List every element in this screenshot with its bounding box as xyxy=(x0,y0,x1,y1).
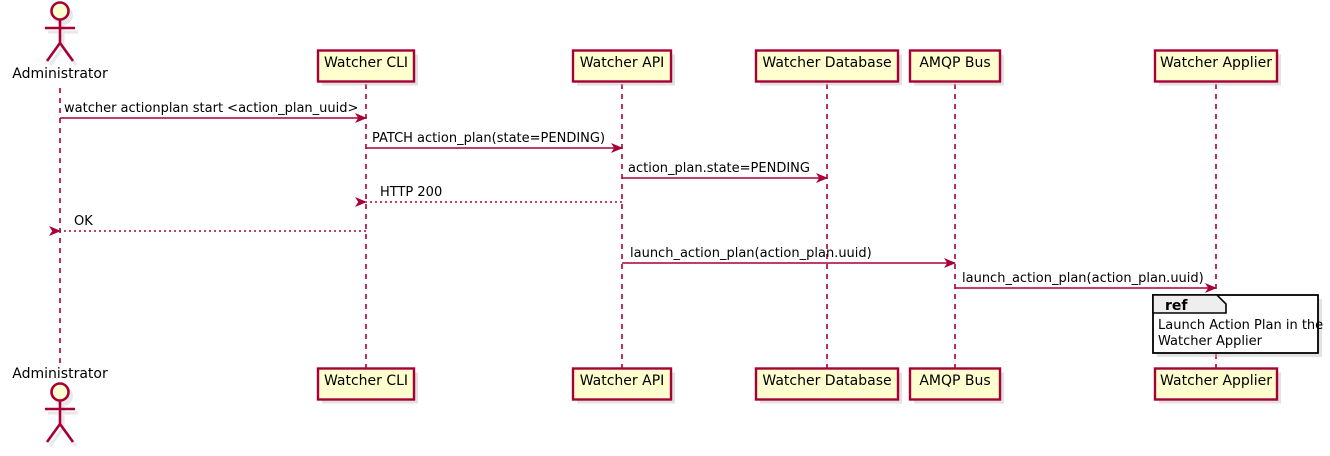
participant-box-watcher-cli-top[interactable] xyxy=(316,49,416,83)
actor-administrator-bottom[interactable]: Administrator xyxy=(12,366,108,447)
participant-box-watcher-database-bottom[interactable] xyxy=(754,367,900,401)
message-label-6: launch_action_plan(action_plan.uuid) xyxy=(630,246,872,261)
participant-label-amqp-bus: AMQP Bus xyxy=(919,373,990,389)
participant-box-watcher-cli-bottom[interactable] xyxy=(316,367,416,401)
ref-fragment-line-2: Watcher Applier xyxy=(1158,334,1263,349)
participant-box-watcher-applier-bottom[interactable] xyxy=(1153,367,1279,401)
participant-label-watcher-applier: Watcher Applier xyxy=(1160,55,1272,71)
ref-fragment-line-1: Launch Action Plan in the xyxy=(1158,318,1323,333)
message-label-1: watcher actionplan start <action_plan_uu… xyxy=(64,101,358,116)
message-label-3: action_plan.state=PENDING xyxy=(628,161,810,176)
participant-label-watcher-cli: Watcher CLI xyxy=(324,373,408,389)
participant-box-watcher-database-top[interactable] xyxy=(754,49,900,83)
participant-box-watcher-api-top[interactable] xyxy=(571,49,673,83)
ref-fragment-tab xyxy=(1152,294,1227,314)
participant-label-watcher-cli: Watcher CLI xyxy=(324,55,408,71)
actor-label-administrator-bottom: Administrator xyxy=(12,366,108,382)
message-label-7: launch_action_plan(action_plan.uuid) xyxy=(962,271,1204,286)
participant-label-watcher-database: Watcher Database xyxy=(762,55,891,71)
ref-fragment-tab-label: ref xyxy=(1165,298,1188,314)
participant-boxes-group: Watcher CLI Watcher CLI Watcher API Watcher… xyxy=(316,49,1281,404)
participant-label-watcher-api: Watcher API xyxy=(580,373,665,389)
lifelines-group xyxy=(59,84,1217,372)
participant-box-amqp-bus-bottom[interactable] xyxy=(908,367,1002,401)
participant-label-amqp-bus: AMQP Bus xyxy=(919,55,990,71)
actor-label-administrator: Administrator xyxy=(12,66,108,82)
participant-label-watcher-database: Watcher Database xyxy=(762,373,891,389)
message-label-2: PATCH action_plan(state=PENDING) xyxy=(372,131,605,146)
participant-box-watcher-api-bottom[interactable] xyxy=(571,367,673,401)
messages-group: watcher actionplan start <action_plan_uu… xyxy=(49,101,1217,293)
actor-administrator[interactable]: Administrator xyxy=(12,1,108,83)
participant-label-watcher-applier: Watcher Applier xyxy=(1160,373,1272,389)
message-label-5: OK xyxy=(74,214,93,229)
participant-box-watcher-applier-top[interactable] xyxy=(1153,49,1279,83)
participant-box-amqp-bus-top[interactable] xyxy=(908,49,1002,83)
participant-label-watcher-api: Watcher API xyxy=(580,55,665,71)
message-label-4: HTTP 200 xyxy=(380,185,442,200)
